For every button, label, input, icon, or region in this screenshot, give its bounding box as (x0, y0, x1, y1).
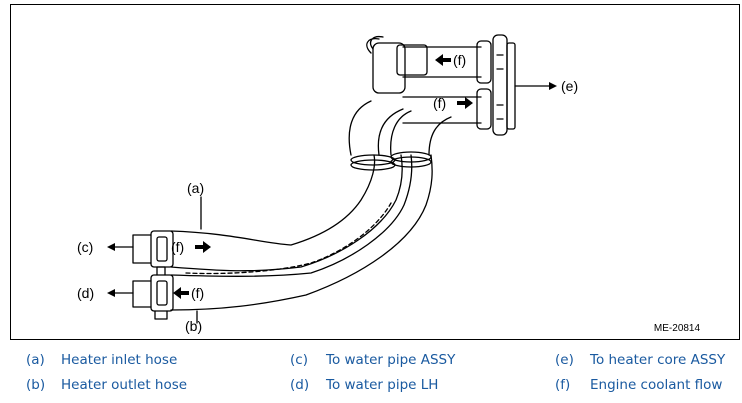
arrowhead-d (107, 289, 115, 297)
arrowhead-c (107, 243, 115, 251)
inlet-riser-right (377, 108, 404, 156)
inlet-hose-upper-edge (170, 154, 376, 246)
outlet-stub (132, 280, 152, 308)
legend-text: Engine coolant flow (590, 377, 723, 393)
legend-key: (f) (555, 377, 571, 393)
callout-a: (a) (187, 180, 204, 196)
outlet-riser-left (390, 110, 412, 156)
top-connector (396, 44, 428, 76)
figure-code: ME-20814 (654, 323, 701, 334)
legend-key: (a) (26, 352, 45, 368)
clamp-ring-2b (390, 156, 432, 168)
inlet-stub (132, 234, 152, 264)
callout-c: (c) (77, 239, 93, 255)
heater-core-flange (492, 34, 508, 136)
flow-arrow-bottom (457, 97, 473, 109)
hidden-line (185, 202, 392, 275)
clamp-ring-2 (390, 151, 432, 163)
outlet-riser-right (428, 116, 452, 156)
inlet-riser-left (348, 100, 372, 156)
callout-b: (b) (185, 318, 202, 334)
outlet-clamp-tab (154, 310, 168, 320)
callout-f-bottom: (f) (433, 95, 446, 111)
hose-diagram: (a) (b) (c) (d) (e) (f) (f) (f) (f) ME-2… (77, 34, 701, 334)
outlet-clamp-inner (156, 280, 168, 306)
legend-text: To water pipe LH (326, 377, 439, 393)
top-elbow (372, 42, 406, 94)
legend-text: Heater inlet hose (61, 352, 178, 368)
legend-key: (d) (290, 377, 310, 393)
arrowhead-e (549, 82, 557, 90)
flow-arrow-top (435, 54, 451, 66)
outlet-hose-upper-edge (170, 154, 413, 277)
top-wires (366, 35, 384, 54)
heater-core-plate (506, 42, 516, 130)
flow-arrow-inlet (195, 241, 211, 253)
legend-key: (c) (290, 352, 308, 368)
flange-top-collar (476, 40, 492, 84)
legend-key: (e) (555, 352, 574, 368)
callout-f-outlet: (f) (191, 285, 204, 301)
legend-text: Heater outlet hose (61, 377, 188, 393)
outlet-hose-lower-edge (170, 154, 433, 311)
inlet-clamp-inner (156, 236, 168, 262)
flange-detail (496, 54, 504, 120)
outlet-clamp-top-tab (156, 266, 166, 276)
flange-bottom-collar (476, 88, 492, 130)
callout-f-top: (f) (453, 52, 466, 68)
callout-e: (e) (561, 78, 578, 94)
callout-f-inlet: (f) (171, 239, 184, 255)
legend-text: To heater core ASSY (590, 352, 726, 368)
callout-d: (d) (77, 285, 94, 301)
diagram-frame: (a) (b) (c) (d) (e) (f) (f) (f) (f) ME-2… (10, 4, 740, 340)
legend-key: (b) (26, 377, 46, 393)
flow-arrow-outlet (173, 287, 189, 299)
inlet-hose-lower-edge (170, 154, 403, 272)
legend-text: To water pipe ASSY (326, 352, 456, 368)
legend: (a) Heater inlet hose (b) Heater outlet … (0, 346, 742, 403)
